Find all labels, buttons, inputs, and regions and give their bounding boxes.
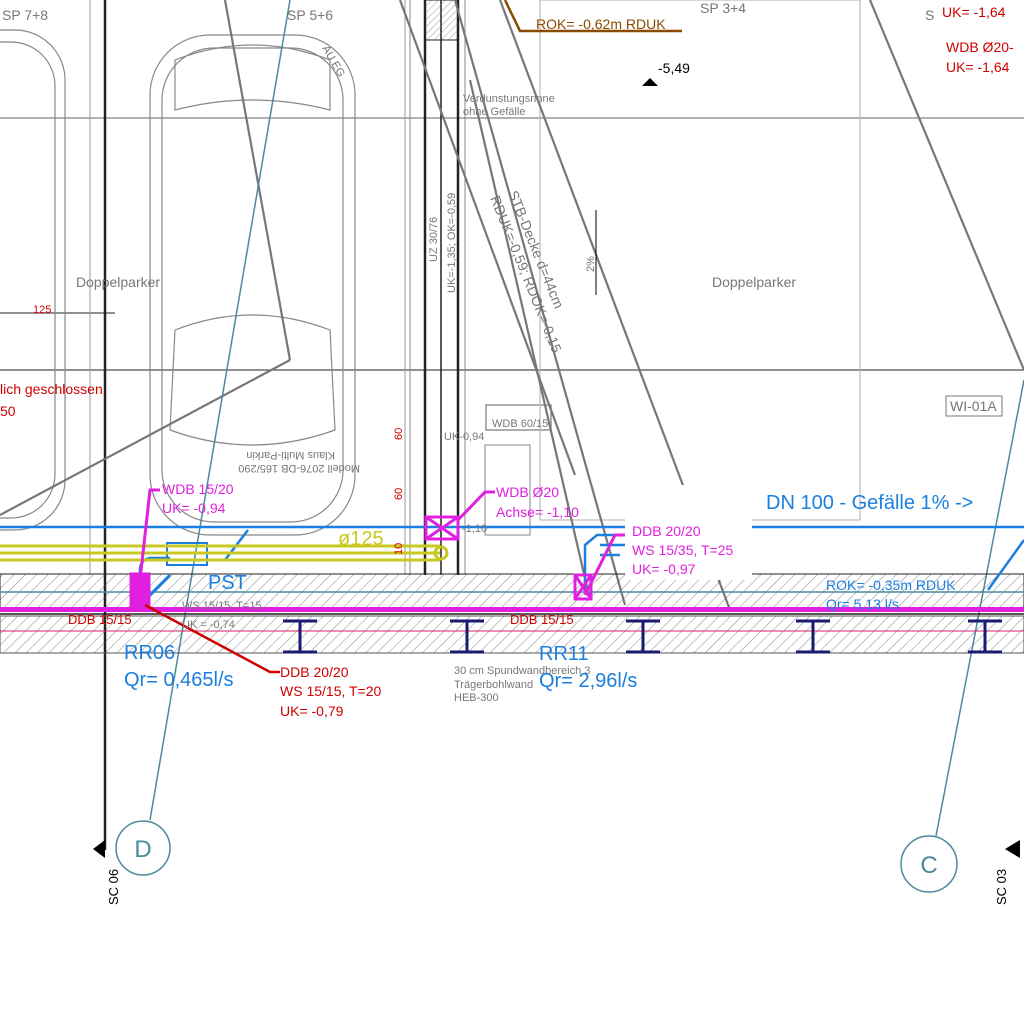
axis-d-label: D — [134, 836, 151, 863]
label-uz-uk: UK=-1,35; OK=-0,59 — [446, 193, 458, 293]
label-rok-top: ROK= -0,62m RDUK — [536, 16, 666, 32]
label-sp78: SP 7+8 — [2, 7, 48, 23]
steel-beams — [283, 619, 1002, 654]
axis-d: D — [115, 820, 171, 876]
level-icon — [642, 78, 658, 86]
label-ddb2020-mag-3: UK= -0,97 — [632, 561, 696, 577]
axis-c-label: C — [920, 852, 937, 879]
label-sp34: SP 3+4 — [700, 0, 746, 16]
label-verdunstung-2: ohne Gefälle — [463, 106, 525, 118]
label-rr06: RR06 — [124, 642, 175, 664]
leader-rok-top — [503, 0, 682, 33]
grid-lines — [0, 0, 1024, 850]
label-dim50: 50 — [0, 403, 16, 419]
label-wdb1520-1: WDB 15/20 — [162, 481, 234, 497]
label-dn100: DN 100 - Gefälle 1% -> — [766, 492, 973, 514]
waterproofing-line — [0, 607, 1024, 612]
label-uk-grey-074: UK = -0,74 — [182, 619, 235, 631]
label-doppelparker-right: Doppelparker — [712, 274, 796, 290]
label-ddb2020-mag-1: DDB 20/20 — [632, 523, 701, 539]
label-ddb1515-b: DDB 15/15 — [510, 612, 574, 627]
label-wdb-o20-right-2: UK= -1,64 — [946, 59, 1010, 75]
level-mark: -5,49 — [658, 60, 690, 76]
label-uk-094-grey: UK-0,94 — [444, 431, 484, 443]
label-verdunstung-1: Verdunstungsrinne — [463, 93, 555, 105]
label-dim60b: 60 — [393, 488, 405, 500]
label-ddb2020-red-1: DDB 20/20 — [280, 664, 349, 680]
label-qr11: Qr= 2,96l/s — [539, 670, 637, 692]
leader-ddb2020 — [144, 603, 280, 674]
label-rr11: RR11 — [539, 643, 589, 665]
label-ddb2020-red-2: WS 15/15, T=20 — [280, 683, 382, 699]
wall-hatch-top — [424, 0, 459, 41]
label-wdbo20-2: Achse= -1,10 — [496, 504, 579, 520]
label-spundwand-3: HEB-300 — [454, 692, 499, 704]
label-qr06: Qr= 0,465l/s — [124, 669, 234, 691]
label-dim-110: -1,10 — [462, 523, 487, 535]
label-slope: 2% — [585, 256, 597, 272]
label-s: S — [925, 7, 934, 23]
penetrations — [129, 488, 625, 610]
label-ws-grey: WS 15/15, T=15 — [182, 600, 262, 612]
label-wdb6015: WDB 60/15 — [492, 418, 548, 430]
label-doppelparker-left: Doppelparker — [76, 274, 160, 290]
label-geschlossen: lich geschlossen — [0, 381, 103, 397]
section-sc06-label: SC 06 — [106, 869, 121, 905]
label-spundwand-1: 30 cm Spundwandbereich 3 — [454, 665, 590, 677]
label-dim125: 125 — [33, 304, 51, 316]
diagonal-lines — [0, 0, 1024, 611]
label-qr-right: Qr= 5,13 l/s — [826, 596, 899, 612]
label-wdbo20-1: WDB Ø20 — [496, 484, 559, 500]
label-wdb-o20-right-1: WDB Ø20- — [946, 39, 1014, 55]
label-o125: ø125 — [338, 528, 384, 550]
label-rok-right: ROK= -0,35m RDUK — [826, 577, 956, 593]
label-spundwand-2: Trägerbohlwand — [454, 679, 533, 691]
label-ausfahrt: AU EG — [319, 44, 347, 80]
axis-c: C — [900, 835, 958, 893]
section-sc03-label: SC 03 — [994, 869, 1009, 905]
ventilation-pipe-o125 — [0, 544, 449, 562]
label-ddb1515-a: DDB 15/15 — [68, 612, 132, 627]
label-uz: UZ 30/76 — [428, 217, 440, 262]
slab-band — [0, 573, 1024, 609]
section-marker-sc03 — [1005, 840, 1020, 858]
label-dim10: 10 — [393, 543, 405, 555]
label-pst: PST — [208, 572, 247, 594]
label-wdb1520-2: UK= -0,94 — [162, 500, 226, 516]
label-model-2: Modell 2076-DB 165/290 — [238, 462, 360, 474]
label-dim60a: 60 — [393, 428, 405, 440]
label-ddb2020-red-3: UK= -0,79 — [280, 703, 344, 719]
label-wi01a: WI-01A — [950, 398, 997, 414]
label-ddb2020-mag-2: WS 15/35, T=25 — [632, 542, 734, 558]
section-marker-sc06 — [93, 840, 105, 858]
sheet-pile-band — [0, 615, 1024, 654]
label-sp56: SP 5+6 — [287, 7, 333, 23]
label-model-1: Klaus Multi-Parkin — [246, 449, 335, 461]
label-uk-top-right: UK= -1,64 — [942, 4, 1006, 20]
